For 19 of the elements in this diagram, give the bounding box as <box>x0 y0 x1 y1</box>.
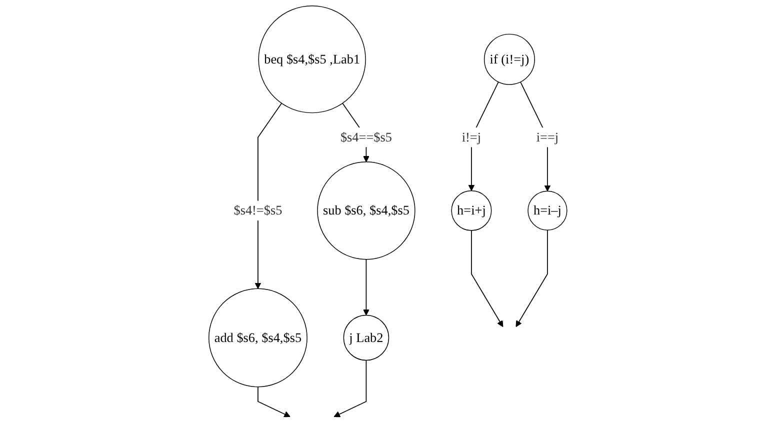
arrow <box>362 258 370 316</box>
edge-label: i==j <box>536 130 558 144</box>
arrow <box>520 82 550 192</box>
node-circle: beq $s4,$s5 ,Lab1 <box>258 6 366 114</box>
arrow <box>468 82 498 192</box>
arrow <box>470 230 503 328</box>
edge-label: $s4==$s5 <box>340 130 392 144</box>
node-circle: sub $s6, $s4,$s5 <box>316 162 415 260</box>
arrow <box>254 102 282 289</box>
node-circle: h=i–j <box>527 190 567 230</box>
arrow <box>333 360 366 418</box>
arrow <box>515 230 548 328</box>
node-circle: if (i!=j) <box>484 34 535 85</box>
node-circle: add $s6, $s4,$s5 <box>208 288 307 388</box>
edge-label: i!=j <box>461 130 481 144</box>
edge-label: $s4!=$s5 <box>233 202 282 218</box>
node-circle: j Lab2 <box>342 314 389 361</box>
node-circle: h=i+j <box>450 190 492 231</box>
arrow <box>257 386 290 418</box>
